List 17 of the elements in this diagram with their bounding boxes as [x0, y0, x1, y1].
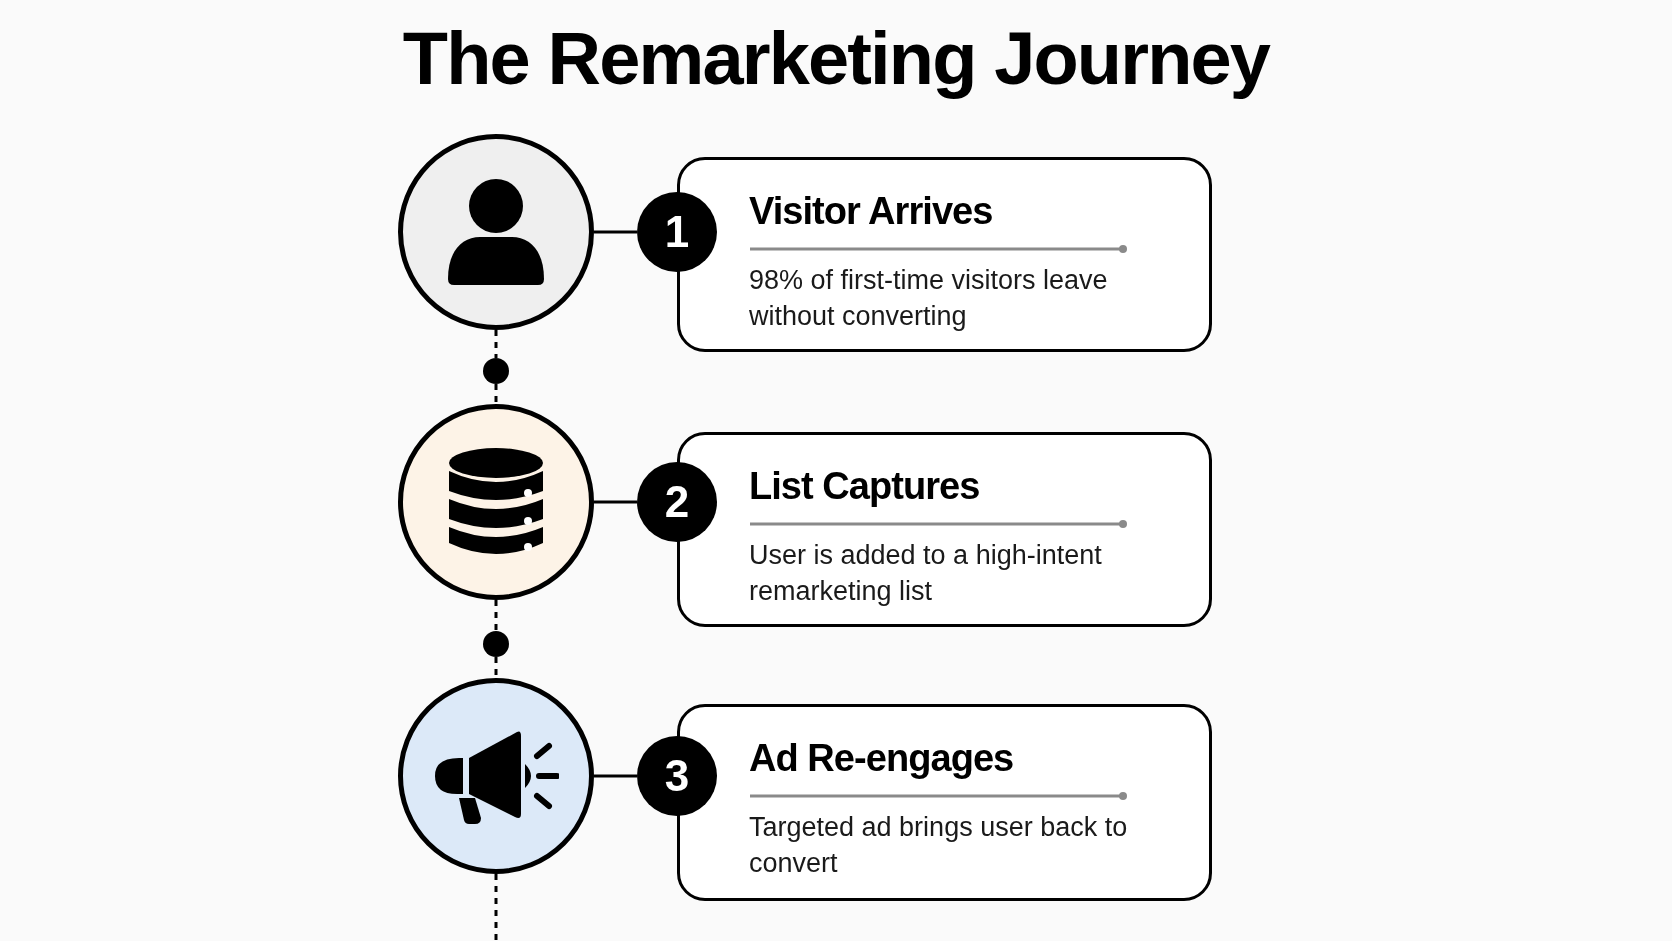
- step-heading: Visitor Arrives: [749, 189, 994, 234]
- step-description: Targeted ad brings user back to convert: [749, 810, 1129, 880]
- step-description: 98% of first-time visitors leave without converting: [749, 263, 1109, 333]
- step-number: 3: [637, 736, 717, 816]
- step-number: 2: [637, 462, 717, 542]
- dashed-connector: [494, 600, 498, 631]
- step-heading: List Captures: [749, 464, 981, 509]
- dashed-connector: [494, 384, 498, 404]
- step-number: 1: [637, 192, 717, 272]
- connector-line: [594, 774, 637, 778]
- dashed-connector: [494, 330, 498, 358]
- connector-line: [594, 230, 637, 234]
- step-heading: Ad Re-engages: [749, 736, 1015, 781]
- step-description: User is added to a high-intent remarketing list: [749, 538, 1103, 608]
- dashed-connector: [494, 874, 498, 941]
- dashed-connector: [494, 657, 498, 678]
- connector-line: [594, 500, 637, 504]
